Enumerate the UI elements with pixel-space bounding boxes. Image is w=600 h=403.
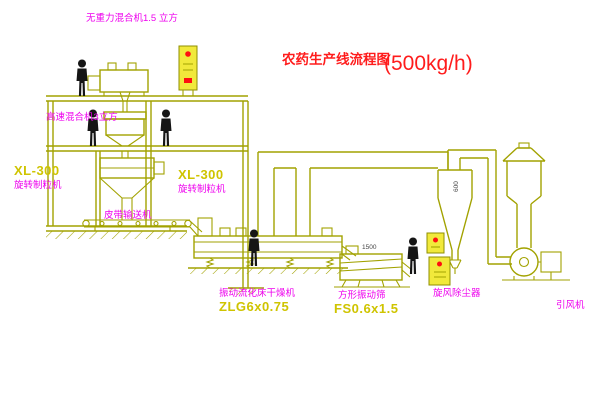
dimension-screen-feed: 1500	[362, 244, 377, 251]
label-cyclone-name: 旋风除尘器	[433, 287, 481, 299]
fluid-bed-dryer-equipment	[188, 217, 357, 269]
ground-hatch-column	[229, 288, 263, 295]
label-screen-name: 方形振动筛	[338, 289, 386, 301]
label-dryer-model: ZLG6x0.75	[219, 299, 289, 314]
label-fan-name: 引风机	[556, 299, 585, 311]
worker-figure	[160, 109, 172, 146]
top-mixer-equipment	[87, 62, 149, 112]
control-cabinet-small	[426, 232, 445, 254]
control-cabinets	[178, 45, 451, 286]
label-belt-conveyor: 皮带输送机	[104, 209, 152, 221]
ground-hatch-dryer	[188, 268, 348, 274]
label-high-speed-mixer: 高速混合机3立方	[46, 111, 118, 123]
fan-and-stack-equipment	[502, 142, 570, 281]
exhaust-ducting	[257, 151, 449, 236]
page-title-capacity: (500kg/h)	[384, 52, 473, 75]
building-structure	[46, 95, 348, 295]
dimension-cyclone-inlet: 600	[453, 181, 460, 192]
labels: 农药生产线流程图 (500kg/h) 无重力混合机1.5 立方 高速混合机3立方…	[14, 12, 585, 316]
control-cabinet-large	[428, 256, 451, 286]
cyclone-equipment	[437, 149, 512, 274]
worker-figure	[76, 59, 88, 96]
label-granulator-right-model: XL-300	[178, 167, 224, 182]
label-dryer-name: 振动流化床干燥机	[219, 287, 296, 299]
worker-figure	[407, 237, 419, 274]
label-screen-model: FS0.6x1.5	[334, 301, 399, 316]
ground-hatch-left	[46, 231, 187, 239]
label-granulator-left-model: XL-300	[14, 163, 60, 178]
label-top-mixer: 无重力混合机1.5 立方	[86, 12, 178, 24]
belt-conveyor-equipment	[82, 219, 192, 231]
label-granulator-right-name: 旋转制粒机	[178, 183, 226, 195]
granulator-equipment	[99, 157, 165, 221]
page-title: 农药生产线流程图	[281, 51, 390, 67]
high-speed-mixer-equipment	[103, 111, 147, 158]
label-granulator-left-name: 旋转制粒机	[14, 179, 62, 191]
control-cabinet-top	[178, 45, 198, 96]
vibrating-screen-equipment	[334, 245, 413, 288]
